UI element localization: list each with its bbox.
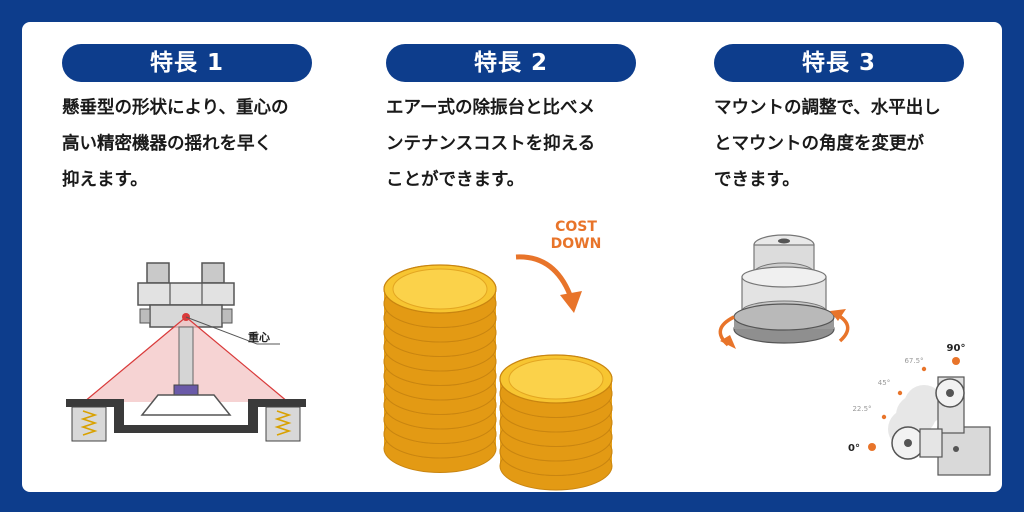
- feature-3-badge: 特長 3: [714, 44, 964, 82]
- coin-top: [383, 264, 497, 314]
- cost-label: COST: [555, 219, 597, 235]
- feature-3-description: マウントの調整で、水平出し とマウントの角度を変更が できます。: [714, 90, 970, 198]
- coin-top: [499, 354, 613, 404]
- mount-adjustment-illustration: 0° 22.5° 45° 67.5° 90°: [718, 234, 991, 476]
- cost-down-arrow: [515, 254, 573, 296]
- angle-label-0: 0°: [848, 443, 860, 454]
- tall-coin-stack: [383, 264, 497, 473]
- feature-2-description: エアー式の除振台と比べメ ンテナンスコストを抑える ことができます。: [386, 90, 642, 198]
- angle-label-45: 45°: [878, 379, 890, 387]
- feature-2-line-1: エアー式の除振台と比べメ: [386, 98, 595, 118]
- feature-2-line-3: ことができます。: [386, 170, 525, 190]
- suspended-isolator-illustration: 重心: [66, 262, 306, 442]
- angle-label-67-5: 67.5°: [904, 357, 923, 365]
- feature-3-line-3: できます。: [714, 170, 800, 190]
- feature-1-line-3: 抑えます。: [62, 170, 148, 190]
- short-coin-stack: [499, 354, 613, 491]
- feature-2-line-2: ンテナンスコストを抑える: [386, 134, 596, 154]
- feature-1-badge: 特長 1: [62, 44, 312, 82]
- down-label: DOWN: [551, 236, 602, 252]
- feature-1-description: 懸垂型の形状により、重心の 高い精密機器の揺れを早く 抑えます。: [62, 90, 318, 198]
- angle-label-90: 90°: [947, 343, 966, 354]
- angle-label-22-5: 22.5°: [852, 405, 871, 413]
- cost-down-illustration: COST DOWN: [383, 219, 613, 491]
- cost-down-arrowhead: [560, 291, 582, 313]
- feature-2-badge: 特長 2: [386, 44, 636, 82]
- feature-3-line-2: とマウントの角度を変更が: [714, 134, 924, 154]
- feature-1-line-2: 高い精密機器の揺れを早く: [62, 134, 272, 154]
- features-card: 特長 1 懸垂型の形状により、重心の 高い精密機器の揺れを早く 抑えます。 重心: [22, 22, 1002, 492]
- center-of-gravity-label: 重心: [248, 330, 270, 344]
- rotate-arrowhead-right: [830, 309, 846, 321]
- feature-3-line-1: マウントの調整で、水平出し: [714, 98, 941, 118]
- rotate-arrowhead-left: [720, 335, 736, 349]
- feature-1-line-1: 懸垂型の形状により、重心の: [62, 98, 289, 118]
